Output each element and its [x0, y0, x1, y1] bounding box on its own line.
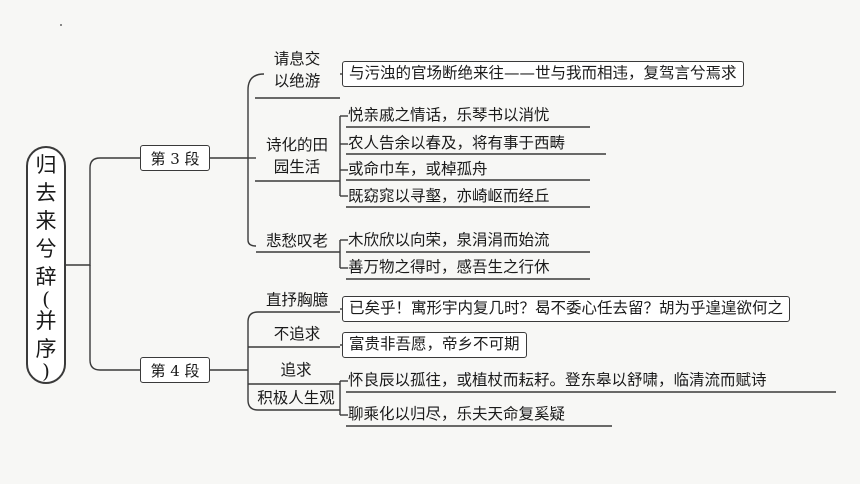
root-char: ): [42, 359, 50, 383]
root-char: 兮: [35, 237, 57, 261]
root-char: 去: [35, 181, 57, 205]
leaf-item: 善万物之得时，感吾生之行休: [348, 258, 550, 276]
leaf-item: 或命巾车，或棹孤舟: [348, 160, 488, 178]
connector-line: [247, 370, 259, 411]
connector-line: [66, 157, 140, 266]
leaf-item: 已矣乎！寓形宇内复几时？曷不委心任去留？胡为乎遑遑欲何之: [342, 296, 791, 322]
leaf-item: 悦亲戚之情话，乐琴书以消忧: [348, 106, 550, 124]
section-3-box: 第 3 段: [140, 145, 210, 171]
root-char: 并: [35, 309, 57, 333]
group-label-line: 不追求: [273, 325, 321, 343]
group-label-line: 园生活: [273, 158, 321, 176]
section-label: 第 4 段: [150, 361, 200, 380]
connector-line: [247, 311, 259, 370]
group-label: 追求 积极人生观: [246, 359, 346, 409]
group-label-line: 积极人生观: [257, 389, 335, 407]
group-label-line: 悲愁叹老: [265, 232, 328, 250]
connector-line: [247, 73, 265, 158]
group-label: 不追求: [262, 323, 332, 345]
root-char: 归: [35, 153, 57, 177]
root-char: 序: [35, 337, 57, 361]
connector-line: [247, 158, 257, 247]
root-char: 辞: [35, 265, 57, 289]
group-label-line: 请息交: [273, 50, 321, 68]
leaf-item: 聊乘化以归尽，乐夫天命复奚疑: [348, 405, 566, 423]
section-label: 第 3 段: [150, 149, 200, 168]
group-label: 诗化的田 园生活: [252, 134, 342, 178]
corner-dot: [60, 24, 62, 26]
root-char: 来: [35, 209, 57, 233]
leaf-item: 富贵非吾愿，帝乡不可期: [342, 332, 527, 358]
leaf-item: 木欣欣以向荣，泉涓涓而始流: [348, 231, 550, 249]
group-label-line: 直抒胸臆: [265, 291, 328, 309]
leaf-item: 与污浊的官场断绝来往——世与我而相违，复驾言兮焉求: [342, 61, 744, 87]
leaf-item: 怀良辰以孤往，或植杖而耘耔。登东皋以舒啸，临清流而赋诗: [348, 371, 767, 389]
group-label-line: 追求: [280, 361, 312, 379]
leaf-item: 既窈窕以寻壑，亦崎岖而经丘: [348, 187, 550, 205]
root-title-box: 归 去 来 兮 辞 ( 并 序 ): [26, 146, 66, 384]
connector-line: [89, 265, 140, 371]
leaf-item: 农人告余以春及，将有事于西畴: [348, 134, 566, 152]
group-label: 直抒胸臆: [252, 289, 342, 311]
group-label-line: 以绝游: [273, 72, 321, 90]
group-label: 请息交 以绝游: [255, 48, 339, 92]
root-char: (: [42, 287, 50, 311]
group-label: 悲愁叹老: [252, 230, 342, 252]
section-4-box: 第 4 段: [140, 357, 210, 383]
group-label-line: 诗化的田: [265, 136, 328, 154]
